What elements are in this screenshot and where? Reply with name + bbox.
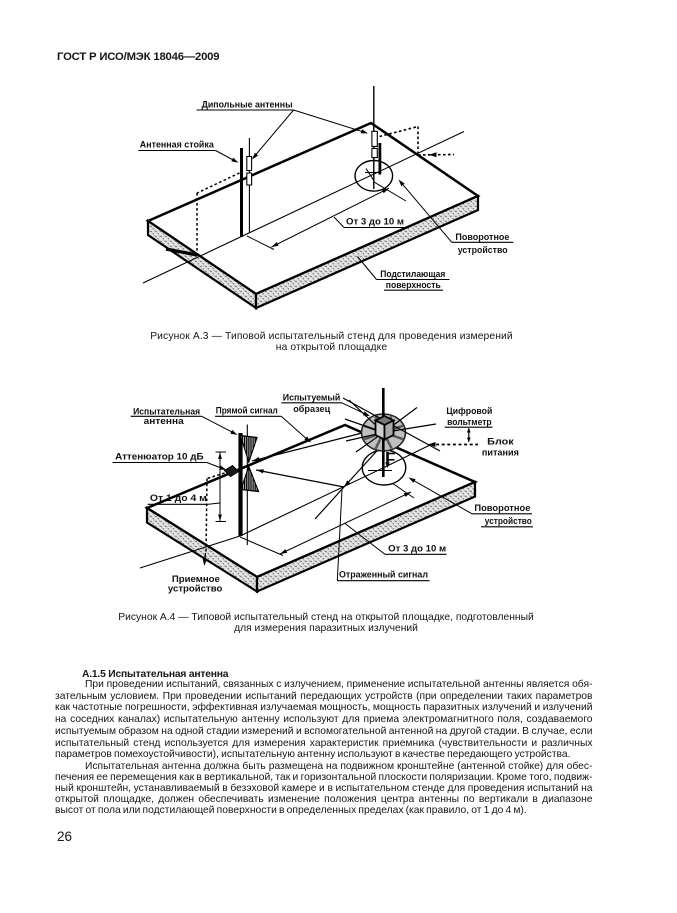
svg-text:Поворотное: Поворотное: [455, 232, 509, 243]
svg-text:Антенная стойка: Антенная стойка: [140, 139, 215, 150]
svg-text:Испытательная: Испытательная: [133, 406, 200, 417]
svg-text:устройство: устройство: [485, 516, 532, 527]
svg-text:Аттенюатор 10 дБ: Аттенюатор 10 дБ: [115, 452, 204, 463]
svg-text:питания: питания: [482, 448, 519, 459]
svg-text:устройство: устройство: [168, 584, 223, 595]
svg-text:образец: образец: [293, 404, 330, 415]
svg-text:Испытуемый: Испытуемый: [283, 393, 341, 404]
svg-text:От 1 до 4 м: От 1 до 4 м: [150, 493, 207, 504]
svg-text:От 3 до 10 м: От 3 до 10 м: [346, 217, 404, 228]
svg-text:вольтметр: вольтметр: [447, 417, 492, 428]
svg-text:Отраженный сигнал: Отраженный сигнал: [339, 570, 428, 581]
svg-text:Дипольные антенны: Дипольные антенны: [202, 100, 293, 111]
svg-text:Приемное: Приемное: [172, 574, 220, 585]
svg-text:поверхность: поверхность: [386, 280, 441, 291]
svg-text:антенна: антенна: [144, 416, 185, 427]
svg-text:устройство: устройство: [458, 245, 508, 256]
svg-text:Цифровой: Цифровой: [446, 406, 492, 417]
svg-text:Блок: Блок: [487, 436, 514, 447]
svg-text:От 3 до 10 м: От 3 до 10 м: [388, 543, 446, 554]
svg-text:Подстилающая: Подстилающая: [380, 269, 445, 280]
svg-text:Прямой сигнал: Прямой сигнал: [216, 406, 278, 417]
svg-text:Поворотное: Поворотное: [474, 503, 530, 514]
